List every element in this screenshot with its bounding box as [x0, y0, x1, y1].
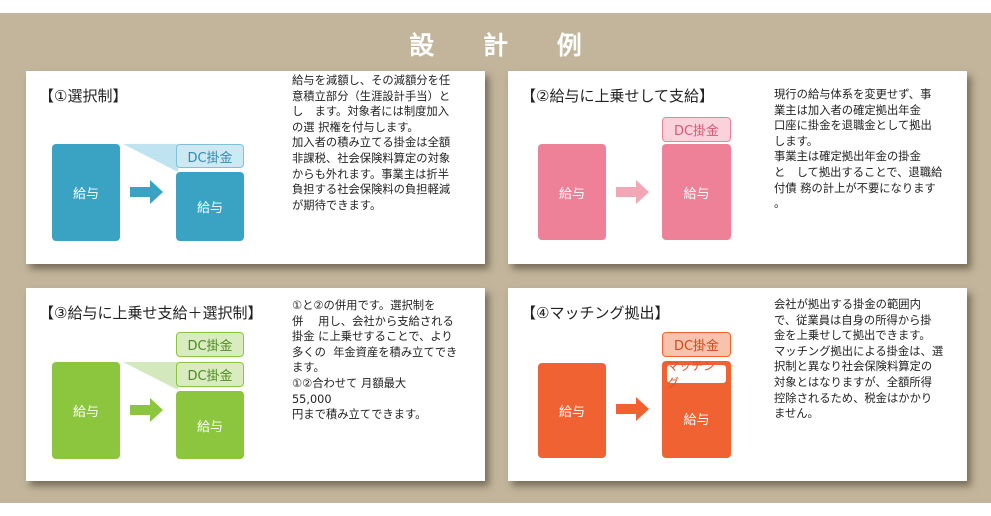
- arrow-right-icon: [130, 398, 163, 422]
- salary-box-before: 給与: [52, 144, 120, 241]
- card-description: 給与を減額し、その減額分を任 意積立部分（生涯設計手当）と し ます。対象者には…: [292, 74, 451, 212]
- salary-box-before: 給与: [52, 362, 120, 459]
- card-matching-contribution: 【④マッチング拠出】 給与 DC掛金 マッチング 給与 会社が拠出する掛金の範囲…: [508, 288, 967, 481]
- card-description: 会社が拠出する掛金の範囲内 で、従業員は自身の所得から掛 金を上乗せして拠出でき…: [774, 298, 944, 421]
- salary-box-after: 給与: [176, 391, 244, 459]
- card-description: ①と②の併用です。選択制を 併 用し、会社から支給される 掛金 に上乗せすること…: [292, 299, 458, 422]
- dc-contribution-tag: DC掛金: [662, 117, 731, 142]
- dc-contribution-tag: DC掛金: [176, 362, 244, 387]
- card-title: 【④マッチング拠出】: [521, 304, 670, 322]
- card-title: 【②給与に上乗せして支給】: [521, 87, 714, 105]
- card-selection-system: 【①選択制】 給与 DC掛金 給与 給与を減額し、その減額分を任 意積立部分（生…: [26, 71, 485, 264]
- salary-box-before: 給与: [538, 363, 606, 458]
- dc-contribution-tag-top: DC掛金: [176, 332, 244, 357]
- dc-contribution-tag: DC掛金: [176, 144, 244, 168]
- salary-box-before: 給与: [538, 144, 606, 240]
- card-title: 【①選択制】: [39, 87, 128, 105]
- card-combined-system: 【③給与に上乗せ支給＋選択制】 給与 DC掛金 DC掛金 給与 ①と②の併用です…: [26, 288, 485, 481]
- salary-box-after: 給与: [662, 144, 731, 240]
- wedge-shape: [123, 144, 178, 172]
- card-description: 現行の給与体系を変更せず、事 業主は加入者の確定拠出年金 口座に掛金を退職金とし…: [774, 88, 943, 211]
- card-additional-payment: 【②給与に上乗せして支給】 給与 DC掛金 給与 現行の給与体系を変更せず、事 …: [508, 71, 967, 264]
- wedge-shape: [123, 362, 178, 390]
- card-title: 【③給与に上乗せ支給＋選択制】: [39, 304, 263, 322]
- salary-box-after: 給与: [176, 172, 244, 241]
- matching-contribution-tag: マッチング: [666, 359, 727, 390]
- arrow-right-icon: [616, 180, 649, 204]
- dc-contribution-tag: DC掛金: [662, 332, 731, 357]
- salary-label-after: 給与: [683, 412, 710, 428]
- arrow-right-icon: [616, 397, 649, 421]
- page-title: 設 計 例: [409, 31, 602, 60]
- arrow-right-icon: [130, 180, 163, 204]
